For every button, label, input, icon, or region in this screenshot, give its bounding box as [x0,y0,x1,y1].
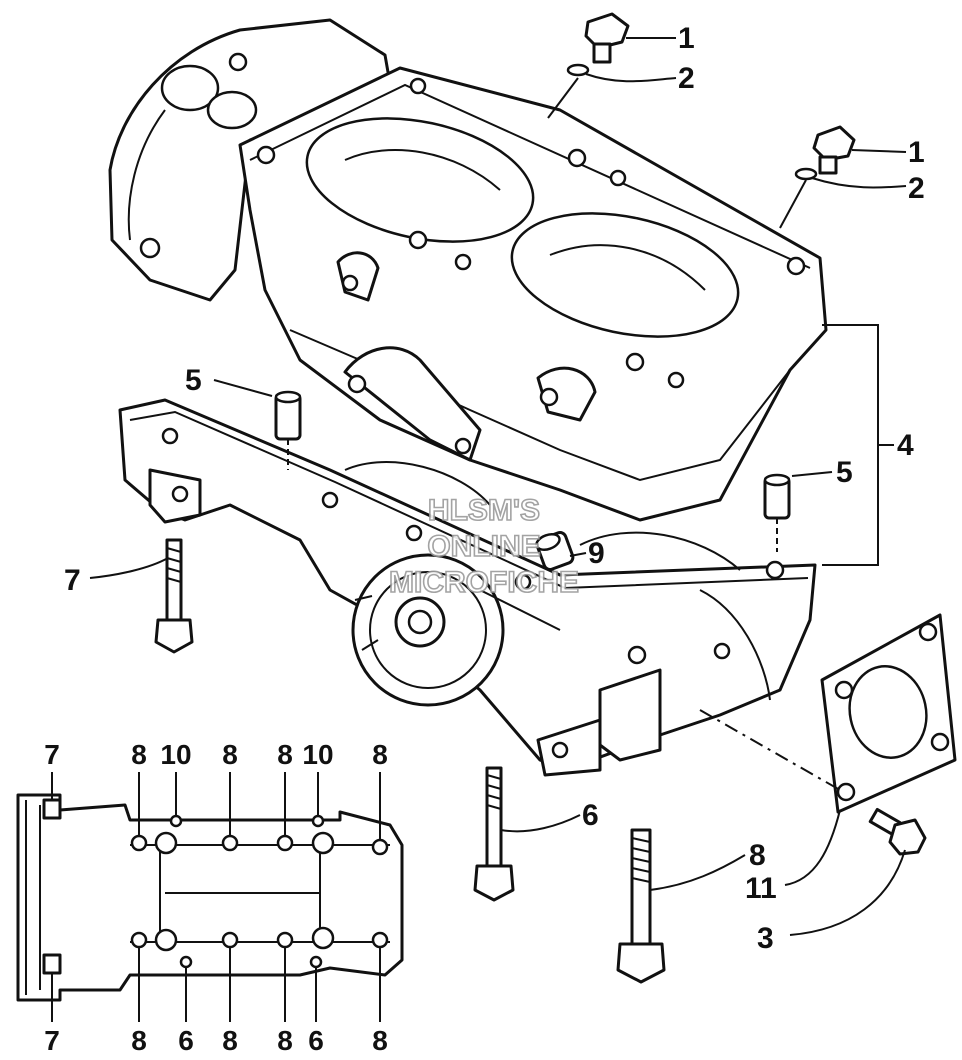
callout-5-right: 5 [836,456,853,489]
callout-leaders [89,37,907,936]
lower-crankcase [118,398,817,777]
inset-bottom-labels: 7 8 6 8 8 6 8 [44,1025,388,1056]
bolt-7 [154,538,194,654]
inset-bolt-pattern [16,772,404,1022]
inset-top-label: 8 [222,739,238,770]
callout-4: 4 [897,429,914,462]
upper-crankcase [108,18,828,522]
watermark-line-3: MICROFICHE [389,566,579,599]
callout-7: 7 [64,564,81,597]
watermark-line-1: HLSM'S [428,494,540,527]
inset-bottom-label: 7 [44,1025,60,1056]
dowel-left [274,390,302,470]
callout-11: 11 [745,872,777,905]
inset-top-label: 8 [131,739,147,770]
plug-right [794,125,856,181]
inset-top-label: 10 [302,739,333,770]
inset-bottom-label: 8 [131,1025,147,1056]
inset-bottom-label: 6 [308,1025,324,1056]
bolt-8 [616,828,666,984]
inset-top-label: 10 [160,739,191,770]
gasket-11 [699,613,957,814]
inset-top-label: 8 [277,739,293,770]
callout-5-left: 5 [185,364,202,397]
callout-3: 3 [757,922,774,955]
callout-9: 9 [588,537,605,570]
watermark: HLSM'S ONLINE MICROFICHE [388,493,580,600]
callout-8: 8 [749,839,766,872]
inset-top-label: 8 [372,739,388,770]
inset-bottom-label: 6 [178,1025,194,1056]
sleeve-9 [535,531,575,571]
callout-labels: 1 2 1 2 4 5 5 9 7 6 8 11 3 [64,22,925,955]
dowel-right [763,473,791,552]
callout-6: 6 [582,799,599,832]
inset-bottom-label: 8 [222,1025,238,1056]
callout-1-right: 1 [908,136,925,169]
inset-bottom-label: 8 [277,1025,293,1056]
callout-2-right: 2 [908,172,925,205]
inset-top-labels: 7 8 10 8 8 10 8 [44,739,388,770]
inset-bottom-label: 8 [372,1025,388,1056]
plug-top [566,12,630,77]
inset-top-label: 7 [44,739,60,770]
callout-1-top: 1 [678,22,695,55]
callout-2-top: 2 [678,62,695,95]
flange-bolt-3 [868,807,927,856]
bolt-6 [473,766,515,902]
watermark-line-2: ONLINE [427,530,540,563]
